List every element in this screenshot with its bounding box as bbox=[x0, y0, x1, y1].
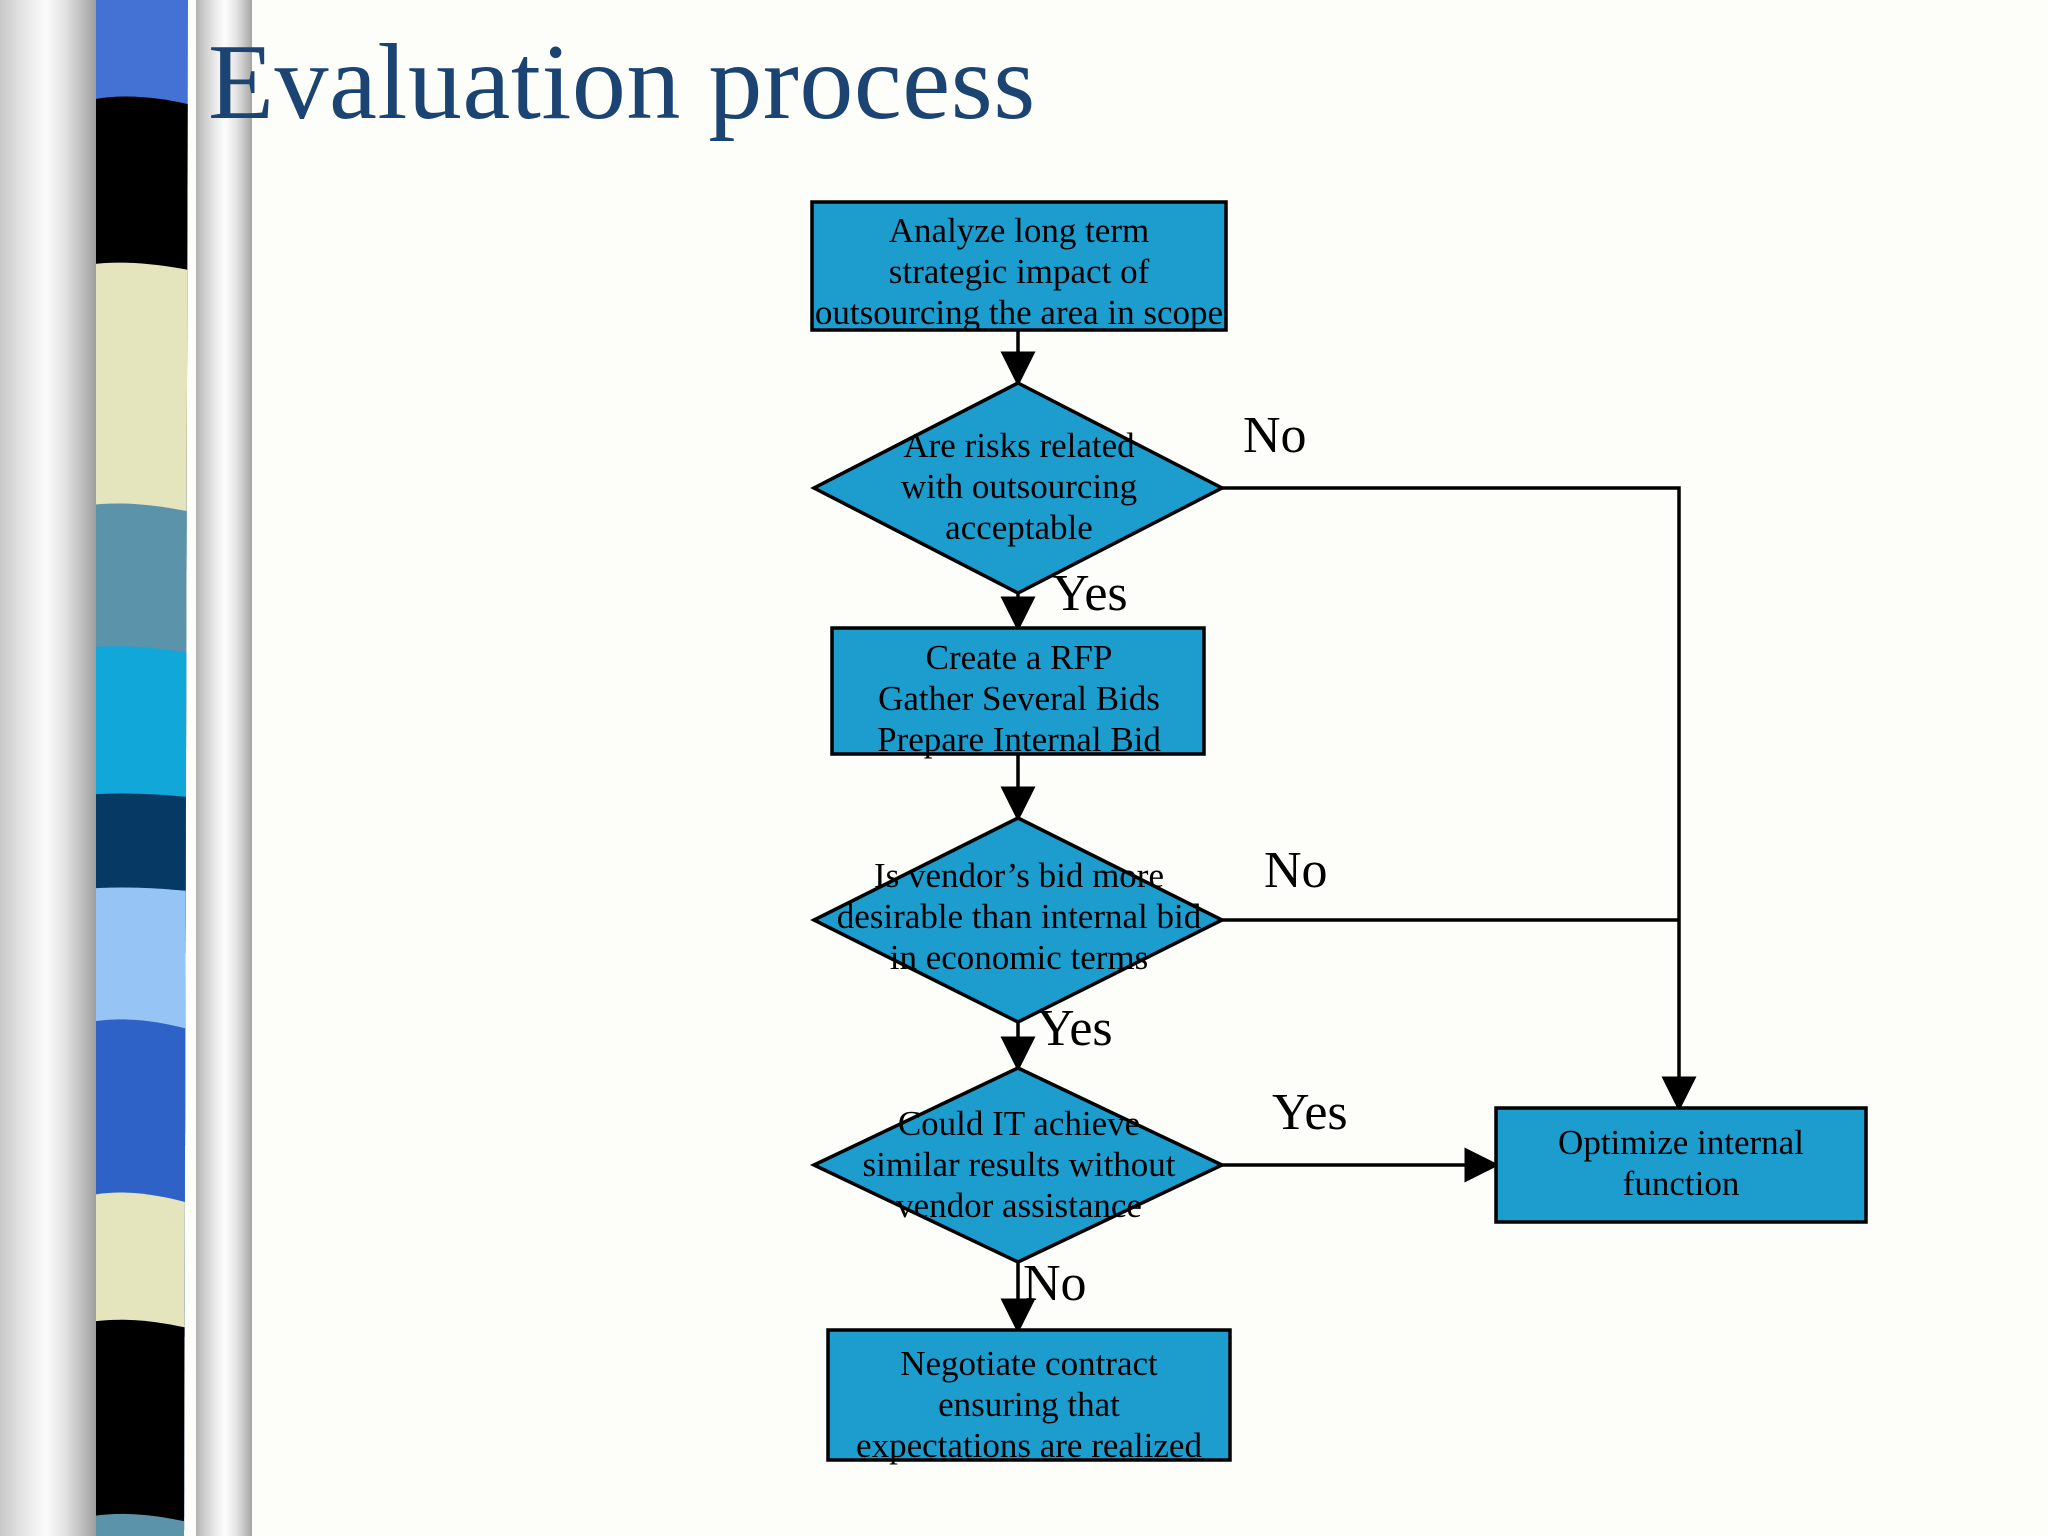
node-create-rfp bbox=[830, 626, 1206, 756]
connector-risks-no-to-optimize bbox=[1222, 486, 1681, 900]
node-could-it-achieve bbox=[809, 1066, 1227, 1264]
edge-label-vendorbid-no: No bbox=[1264, 842, 1328, 899]
node-negotiate-contract bbox=[826, 1328, 1232, 1462]
decorative-sidebar bbox=[0, 0, 252, 1536]
node-analyze-long-term bbox=[810, 200, 1228, 332]
node-are-risks-related bbox=[810, 381, 1226, 595]
edge-label-risks-yes: Yes bbox=[1052, 565, 1128, 622]
edge-label-risks-no: No bbox=[1243, 407, 1307, 464]
sidebar-left-column bbox=[0, 0, 96, 1536]
edge-label-couldit-no: No bbox=[1023, 1255, 1087, 1312]
sidebar-right-column bbox=[196, 0, 252, 1536]
sidebar-color-bands bbox=[68, 0, 204, 1536]
page-title: Evaluation process bbox=[208, 23, 1036, 142]
edge-label-vendorbid-yes: Yes bbox=[1037, 1000, 1113, 1057]
node-optimize-internal-function bbox=[1494, 1106, 1868, 1224]
edge-label-couldit-yes: Yes bbox=[1272, 1084, 1348, 1141]
node-is-vendor-bid-more-desirable bbox=[810, 816, 1226, 1024]
